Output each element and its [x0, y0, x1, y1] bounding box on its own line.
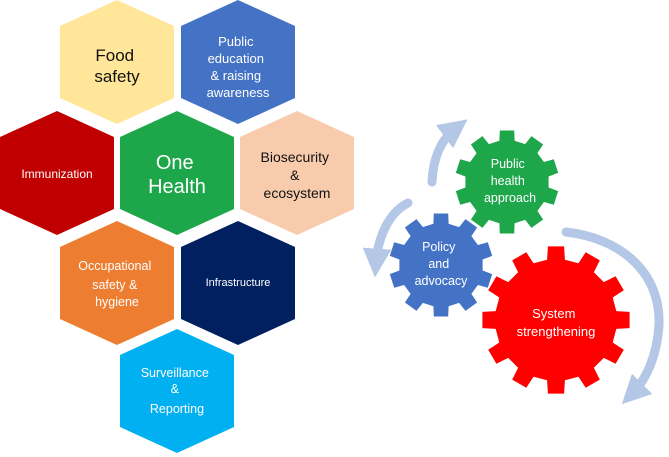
hex-infrastructure: Infrastructure — [181, 221, 295, 345]
arrow-right-icon — [561, 227, 664, 405]
hex-immunization-shape — [0, 111, 114, 235]
gear-policy-label: Policy and advocacy — [415, 238, 469, 288]
hex-occupational-shape — [60, 221, 174, 345]
arrow-left-icon — [362, 198, 413, 278]
gear-policy-icon — [389, 213, 493, 317]
hex-one-health: One Health — [120, 111, 234, 235]
gear-public-health-label: Public health approach — [484, 155, 536, 205]
arrow-top-icon — [427, 119, 468, 187]
hex-surveillance-label: Surveillance & Reporting — [141, 364, 214, 416]
hex-biosecurity-shape — [240, 111, 354, 235]
gear-system-label: System strengthening — [517, 305, 596, 339]
hex-immunization-label: Immunization — [21, 167, 92, 181]
hex-immunization: Immunization — [0, 111, 114, 235]
hex-food-safety-label: Food safety — [94, 46, 140, 86]
hex-one-health-shape — [120, 111, 234, 235]
hex-biosecurity-label: Biosecurity & ecosystem — [261, 149, 334, 201]
hex-occupational-label: Occupational safety & hygiene — [78, 257, 155, 309]
hex-biosecurity: Biosecurity & ecosystem — [240, 111, 354, 235]
gear-policy-advocacy: Policy and advocacy — [389, 213, 493, 317]
hex-surveillance: Surveillance & Reporting — [120, 329, 234, 453]
hex-food-safety: Food safety — [60, 0, 174, 124]
hex-one-health-label: One Health — [148, 152, 206, 198]
hex-surveillance-shape — [120, 329, 234, 453]
hex-public-education: Public education & raising awareness — [181, 0, 295, 124]
gear-public-health: Public health approach — [455, 130, 559, 234]
gear-cluster: System strengthening Public health appro… — [389, 130, 630, 394]
hex-public-education-label: Public education & raising awareness — [207, 33, 270, 100]
gear-public-health-icon — [455, 130, 559, 234]
hex-occupational: Occupational safety & hygiene — [60, 221, 174, 345]
gear-system-strengthening: System strengthening — [482, 246, 630, 394]
gear-system-icon — [482, 246, 630, 394]
hex-infrastructure-shape — [181, 221, 295, 345]
hexagon-cluster: Food safety Public education & raising a… — [0, 0, 354, 453]
hex-infrastructure-label: Infrastructure — [206, 277, 271, 289]
hex-food-safety-shape — [60, 0, 174, 124]
cycle-arrows — [362, 119, 664, 405]
hex-public-education-shape — [181, 0, 295, 124]
